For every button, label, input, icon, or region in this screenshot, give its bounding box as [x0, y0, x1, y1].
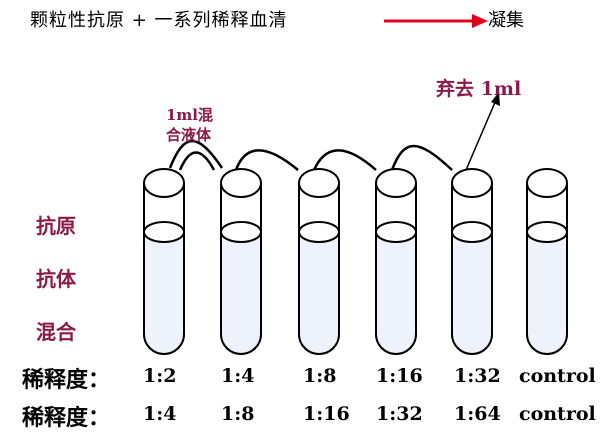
transfer-curve: [168, 139, 453, 171]
mix-label-line1: 1ml混: [166, 106, 214, 124]
test-tube: [298, 168, 340, 355]
dilution-value: 1:8: [303, 365, 337, 387]
dilution-value: control: [519, 365, 596, 387]
test-tube: [451, 168, 493, 355]
dilution-value: 1:2: [143, 365, 177, 387]
side-label-mix: 混合: [36, 320, 76, 344]
dilution-value: 1:4: [143, 403, 177, 425]
test-tube: [526, 168, 568, 355]
side-label-antigen: 抗原: [36, 214, 76, 238]
dilution-value: 1:16: [376, 365, 423, 387]
dilution-value: 1:16: [303, 403, 350, 425]
test-tube: [375, 168, 417, 355]
dilution-value: 1:64: [454, 403, 501, 425]
dilution-value: 1:4: [221, 365, 255, 387]
title-right: 凝集: [488, 10, 524, 31]
test-tube: [220, 168, 262, 355]
red-arrow: [384, 14, 488, 28]
dilution-row-2-label: 稀释度：: [22, 406, 111, 431]
dilution-row-1-label: 稀释度：: [22, 368, 111, 393]
mix-label-line2: 合液体: [166, 126, 212, 144]
dilution-value: 1:32: [454, 365, 501, 387]
dilution-value: 1:8: [221, 403, 255, 425]
title-left: 颗粒性抗原 + 一系列稀释血清: [30, 10, 288, 31]
discard-label: 弃去 1ml: [436, 78, 522, 100]
side-label-antibody: 抗体: [36, 267, 76, 291]
discard-arrow: [465, 92, 500, 171]
test-tube: [143, 168, 185, 355]
dilution-value: control: [519, 403, 596, 425]
dilution-value: 1:32: [376, 403, 423, 425]
